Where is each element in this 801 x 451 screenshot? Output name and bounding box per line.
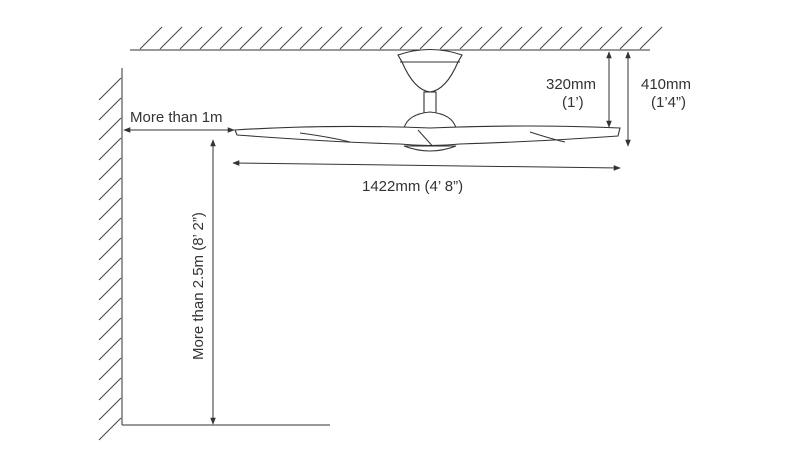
hatch-mark: [98, 237, 122, 261]
hatch-mark: [439, 26, 463, 50]
blade-curve-left: [299, 132, 351, 143]
hatch-mark: [499, 26, 523, 50]
hatch-mark: [399, 26, 423, 50]
hatch-mark: [299, 26, 323, 50]
hatch-mark: [199, 26, 223, 50]
wall-hatch: [98, 77, 122, 441]
fan-canopy: [397, 49, 463, 93]
hatch-mark: [98, 257, 122, 281]
hatch-mark: [139, 26, 163, 50]
hatch-mark: [319, 26, 343, 50]
wall-clearance-label: More than 1m: [130, 109, 223, 126]
hatch-mark: [98, 297, 122, 321]
hatch-mark: [359, 26, 383, 50]
blade-span-arrow: [232, 160, 621, 171]
fan-light-kit: [403, 145, 457, 152]
drop-short-dimension: 320mm (1’): [546, 51, 612, 128]
drop-total-mm-label: 410mm: [641, 76, 691, 93]
hatch-mark: [639, 26, 663, 50]
hatch-mark: [98, 277, 122, 301]
wall: [98, 68, 123, 441]
hatch-mark: [539, 26, 563, 50]
fan-motor-top: [403, 111, 457, 129]
drop-short-mm-label: 320mm: [546, 76, 596, 93]
hatch-mark: [619, 26, 643, 50]
hatch-mark: [98, 117, 122, 141]
hatch-mark: [98, 317, 122, 341]
hatch-mark: [519, 26, 543, 50]
blade-curve-right: [529, 131, 566, 143]
hatch-mark: [98, 77, 122, 101]
hatch-mark: [239, 26, 263, 50]
wall-clearance-dimension: More than 1m: [123, 109, 235, 133]
hatch-mark: [559, 26, 583, 50]
ceiling: [130, 26, 663, 51]
fan-blades: [234, 125, 621, 147]
hatch-mark: [98, 217, 122, 241]
hatch-mark: [98, 397, 122, 421]
drop-total-ft-label: (1’4”): [651, 94, 686, 111]
hatch-mark: [98, 177, 122, 201]
hatch-mark: [159, 26, 183, 50]
blade-span-label: 1422mm (4’ 8”): [362, 178, 463, 195]
hatch-mark: [379, 26, 403, 50]
hatch-mark: [98, 417, 122, 441]
hatch-mark: [98, 357, 122, 381]
hatch-mark: [599, 26, 623, 50]
floor-clearance-label: More than 2.5m (8’ 2”): [190, 212, 207, 360]
hatch-mark: [459, 26, 483, 50]
drop-short-ft-label: (1’): [562, 94, 584, 111]
hatch-mark: [98, 137, 122, 161]
blade-span-dimension: 1422mm (4’ 8”): [232, 160, 621, 195]
hatch-mark: [179, 26, 203, 50]
hatch-mark: [98, 377, 122, 401]
hatch-mark: [98, 157, 122, 181]
fan-downrod: [423, 91, 437, 115]
hatch-mark: [98, 197, 122, 221]
hatch-mark: [579, 26, 603, 50]
hatch-mark: [339, 26, 363, 50]
hatch-mark: [479, 26, 503, 50]
hatch-mark: [98, 97, 122, 121]
drop-total-dimension: 410mm (1’4”): [625, 51, 691, 147]
hatch-mark: [279, 26, 303, 50]
hatch-mark: [419, 26, 443, 50]
ceiling-hatch: [139, 26, 663, 50]
hatch-mark: [219, 26, 243, 50]
hatch-mark: [259, 26, 283, 50]
ceiling-fan: [234, 49, 621, 152]
floor-clearance-dimension: More than 2.5m (8’ 2”): [190, 139, 216, 425]
hatch-mark: [98, 337, 122, 361]
